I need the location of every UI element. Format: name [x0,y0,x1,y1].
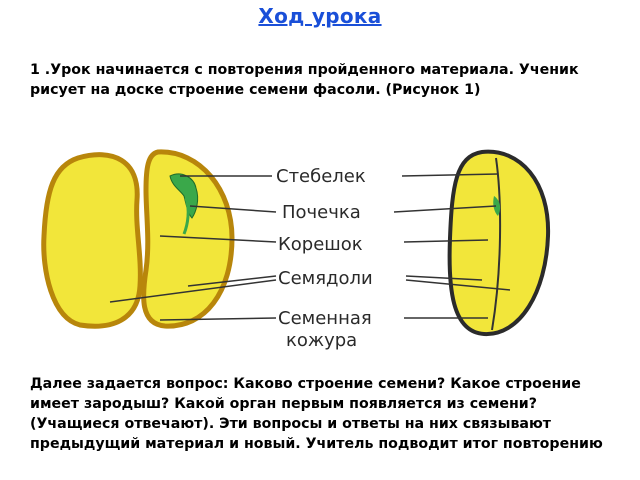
label-root: Корешок [278,234,363,255]
right-cotyledon-with-embryo [141,149,235,329]
label-seed-coat-line2: кожура [286,330,357,351]
label-bud: Почечка [282,202,361,223]
embryo [169,173,199,219]
leader-lines [109,173,511,321]
page-title[interactable]: Ход урока [258,4,382,28]
whole-seed-embryo [493,196,501,216]
label-seed-coat-line1: Семенная [278,308,372,329]
left-cotyledon [41,152,143,329]
question-paragraph: Далее задается вопрос: Каково строение с… [30,376,603,452]
label-cotyledons: Семядоли [278,268,373,289]
intro-paragraph: 1 .Урок начинается с повторения пройденн… [30,62,579,98]
embryo-root [182,197,190,235]
whole-seed [447,149,551,337]
label-stem: Стебелек [276,166,366,187]
